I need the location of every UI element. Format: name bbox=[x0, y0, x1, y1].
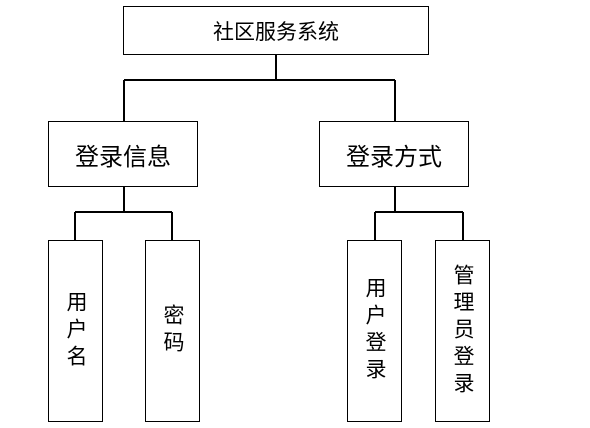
login-method-label: 登录方式 bbox=[346, 142, 442, 171]
root-node: 社区服务系统 bbox=[123, 6, 429, 55]
username-node: 用户名 bbox=[48, 240, 103, 422]
admin-login-label: 管理员登录 bbox=[451, 263, 475, 399]
admin-login-node: 管理员登录 bbox=[435, 240, 490, 422]
password-node: 密码 bbox=[145, 240, 200, 422]
root-node-label: 社区服务系统 bbox=[213, 19, 339, 44]
login-info-label: 登录信息 bbox=[75, 142, 171, 171]
user-login-node: 用户登录 bbox=[347, 240, 402, 422]
password-label: 密码 bbox=[161, 304, 185, 358]
login-info-node: 登录信息 bbox=[48, 121, 198, 187]
user-login-label: 用户登录 bbox=[363, 277, 387, 385]
username-label: 用户名 bbox=[64, 290, 88, 372]
login-method-node: 登录方式 bbox=[319, 121, 469, 187]
